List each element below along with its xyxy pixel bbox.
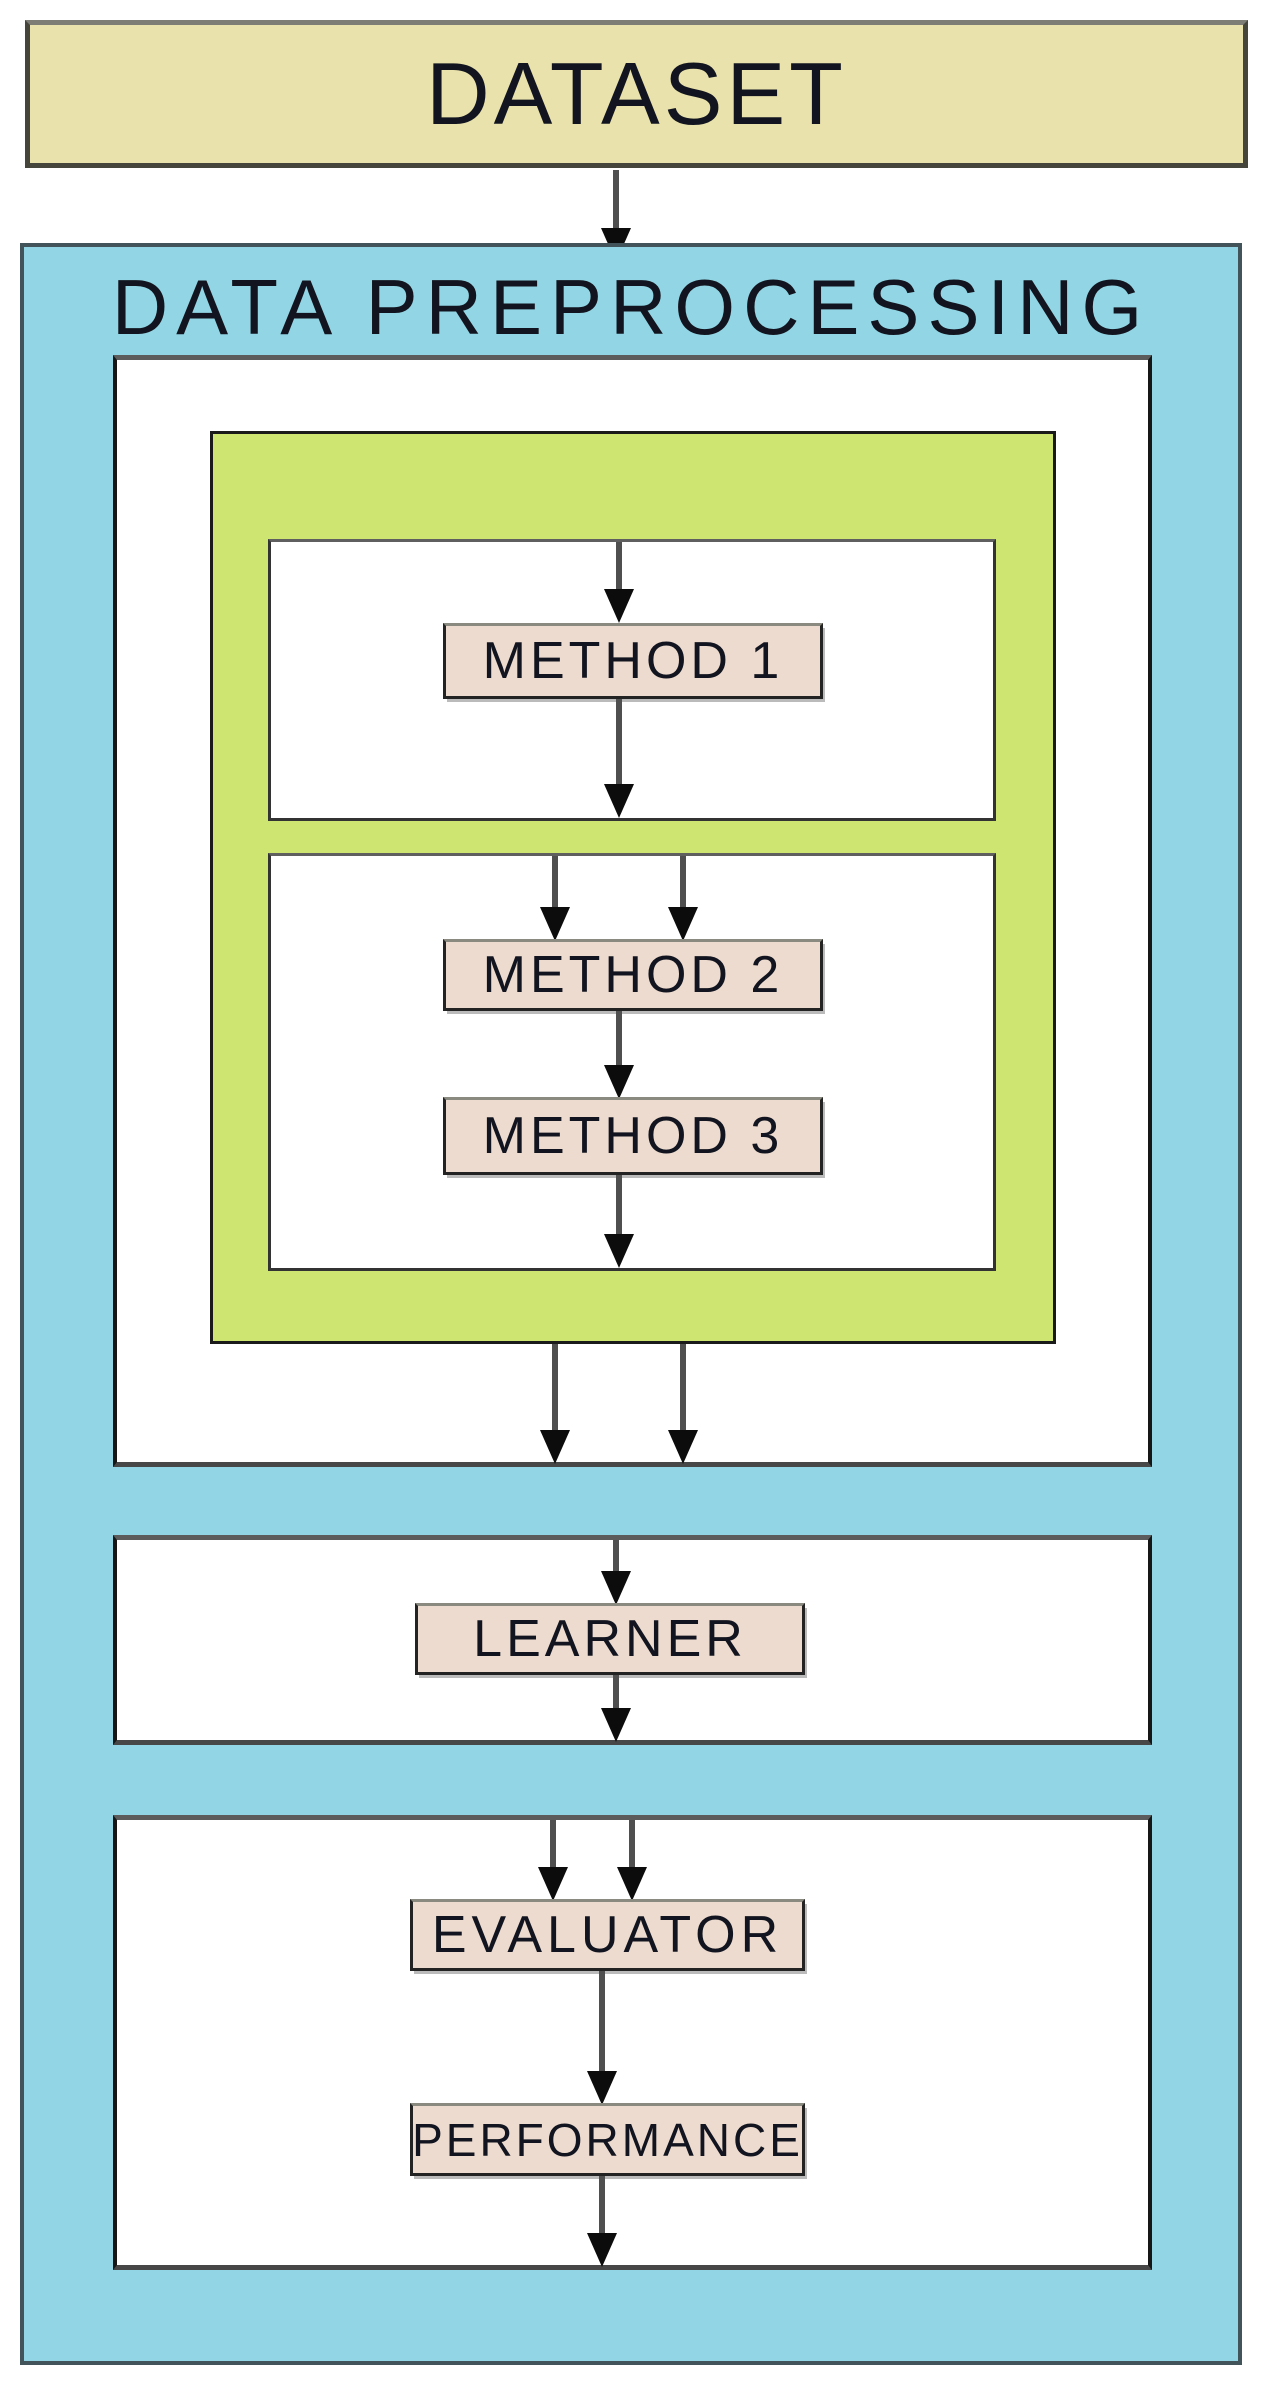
container-data-preprocessing: DATA PREPROCESSING METHOD 1 — [20, 243, 1242, 2365]
arrow-stem — [680, 1344, 686, 1436]
arrow-evaluator-to-performance — [584, 1971, 620, 2105]
substage-method2-method3: METHOD 2 METHOD 3 — [268, 853, 996, 1271]
arrow-stem — [552, 1344, 558, 1436]
arrow-into-method2-right — [665, 856, 701, 941]
arrow-stem — [552, 856, 558, 913]
arrow-head-icon — [617, 1867, 647, 1901]
arrow-method2-to-method3 — [601, 1011, 637, 1099]
node-evaluator: EVALUATOR — [410, 1899, 805, 1971]
node-learner: LEARNER — [415, 1603, 805, 1675]
arrow-stem — [616, 542, 622, 595]
arrow-into-evaluator-left — [535, 1820, 571, 1901]
preprocessing-title-row: DATA PREPROCESSING — [24, 263, 1238, 351]
arrow-stem — [613, 170, 619, 234]
arrow-head-icon — [604, 1065, 634, 1099]
node-evaluator-label: EVALUATOR — [431, 1906, 784, 1964]
arrow-head-icon — [601, 1708, 631, 1742]
arrow-head-icon — [668, 907, 698, 941]
arrow-into-method2-left — [537, 856, 573, 941]
arrow-stem — [680, 856, 686, 913]
node-method3: METHOD 3 — [443, 1097, 823, 1175]
arrow-head-icon — [604, 784, 634, 818]
node-method2: METHOD 2 — [443, 939, 823, 1011]
stage-evaluation: EVALUATOR PERFORMANCE — [113, 1815, 1152, 2270]
arrow-out-of-method3 — [601, 1175, 637, 1268]
node-performance-label: PERFORMANCE — [412, 2113, 803, 2166]
arrow-stem — [613, 1675, 619, 1714]
node-dataset-label: DATASET — [426, 44, 847, 143]
arrow-stem — [550, 1820, 556, 1873]
arrow-head-icon — [668, 1430, 698, 1464]
arrow-out-of-learner — [598, 1675, 634, 1742]
arrow-head-icon — [540, 1430, 570, 1464]
node-performance: PERFORMANCE — [410, 2103, 805, 2176]
arrow-stem — [616, 1011, 622, 1071]
arrow-stem — [599, 2176, 605, 2239]
arrow-stem — [616, 699, 622, 790]
preprocessing-title: DATA PREPROCESSING — [111, 262, 1151, 351]
arrow-head-icon — [587, 2071, 617, 2105]
arrow-out-of-method1 — [601, 699, 637, 818]
arrow-head-icon — [604, 589, 634, 623]
methods-group: METHOD 1 — [210, 431, 1056, 1344]
arrow-head-icon — [538, 1867, 568, 1901]
node-method1-label: METHOD 1 — [482, 632, 784, 690]
arrow-stem — [616, 1175, 622, 1240]
arrow-into-evaluator-right — [614, 1820, 650, 1901]
arrow-methods-output-left — [537, 1344, 573, 1464]
arrow-into-learner — [598, 1540, 634, 1605]
stage-learner: LEARNER — [113, 1535, 1152, 1745]
arrow-head-icon — [601, 1571, 631, 1605]
substage-method1: METHOD 1 — [268, 539, 996, 821]
node-method1: METHOD 1 — [443, 623, 823, 699]
arrow-out-of-performance — [584, 2176, 620, 2267]
arrow-stem — [629, 1820, 635, 1873]
arrow-stem — [613, 1540, 619, 1577]
arrow-head-icon — [604, 1234, 634, 1268]
node-learner-label: LEARNER — [473, 1610, 747, 1668]
arrow-stem — [599, 1971, 605, 2077]
node-dataset: DATASET — [25, 20, 1248, 168]
node-method3-label: METHOD 3 — [482, 1107, 784, 1165]
arrow-head-icon — [540, 907, 570, 941]
arrow-into-method1 — [601, 542, 637, 623]
stage-methods: METHOD 1 — [113, 355, 1152, 1467]
arrow-head-icon — [587, 2233, 617, 2267]
arrow-methods-output-right — [665, 1344, 701, 1464]
node-method2-label: METHOD 2 — [482, 946, 784, 1004]
